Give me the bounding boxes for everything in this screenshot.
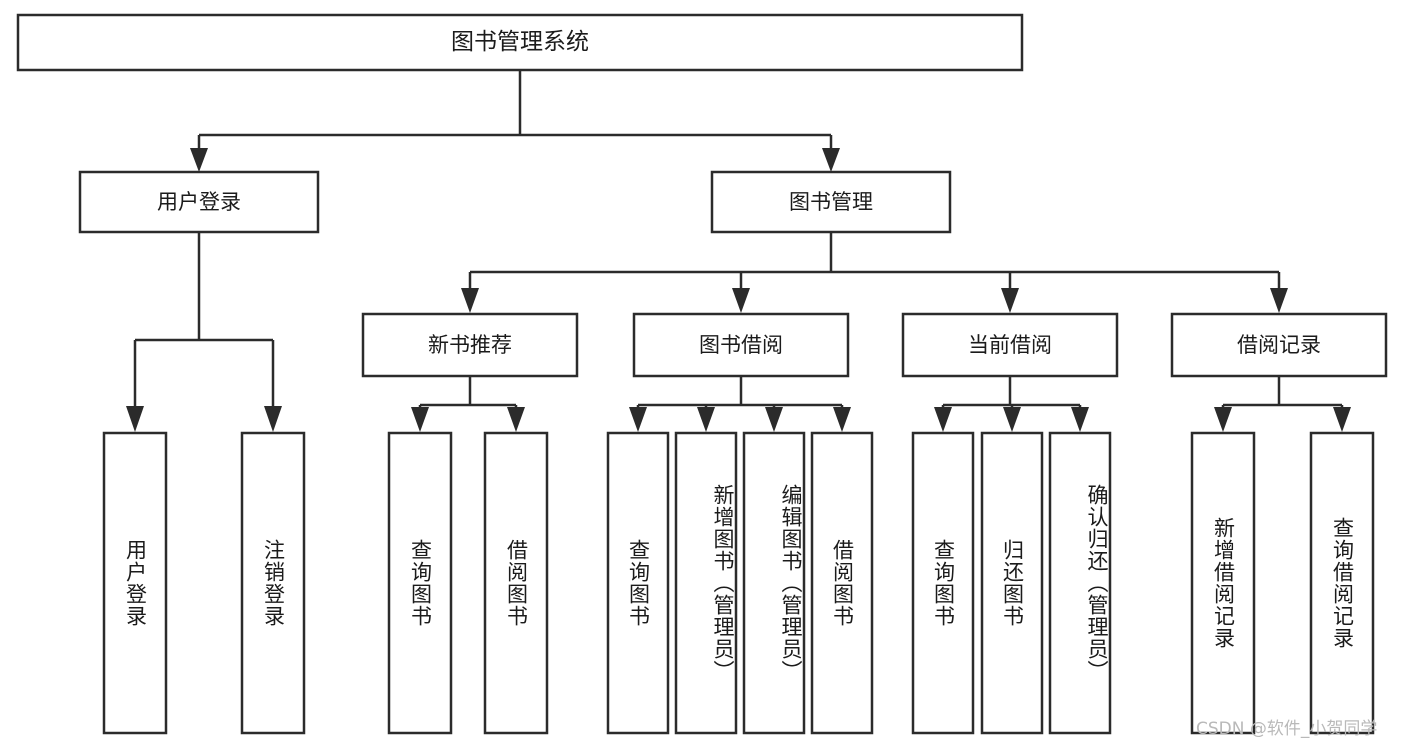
arrow-head-leaf-query-record (1333, 407, 1351, 432)
arrow-head-leaf-borrow-book-2 (833, 407, 851, 432)
arrow-head-leaf-confirm-return (1071, 407, 1089, 432)
node-box-leaf-user-login[interactable] (102, 431, 168, 735)
node-box-leaf-add-record[interactable] (1190, 431, 1256, 735)
node-box-root[interactable] (16, 13, 1024, 72)
connector-group-borrow-record (1214, 376, 1351, 432)
node-box-leaf-query-record[interactable] (1309, 431, 1375, 735)
node-box-book-manage[interactable] (710, 170, 952, 234)
node-box-leaf-borrow-book-1[interactable] (483, 431, 549, 735)
arrow-head-current-borrow (1001, 288, 1019, 313)
arrow-head-leaf-query-book-3 (934, 407, 952, 432)
node-box-current-borrow[interactable] (901, 312, 1119, 378)
arrow-head-leaf-query-book-1 (411, 407, 429, 432)
node-box-leaf-return-book[interactable] (980, 431, 1044, 735)
connector-group-new-book-recommend (411, 376, 525, 432)
arrow-head-leaf-edit-book (765, 407, 783, 432)
node-box-leaf-add-book[interactable] (674, 431, 738, 735)
arrow-head-leaf-query-book-2 (629, 407, 647, 432)
arrow-head-leaf-add-book (697, 407, 715, 432)
node-box-leaf-edit-book[interactable] (742, 431, 806, 735)
node-box-user-login[interactable] (78, 170, 320, 234)
connector-group-book-borrow (629, 376, 851, 432)
arrow-head-leaf-return-book (1003, 407, 1021, 432)
arrow-head-leaf-user-login (126, 406, 144, 432)
connector-group-user-login (126, 232, 282, 432)
node-box-book-borrow[interactable] (632, 312, 850, 378)
node-box-leaf-confirm-return[interactable] (1048, 431, 1112, 735)
arrow-head-leaf-user-logout (264, 406, 282, 432)
node-box-group (16, 13, 1388, 735)
arrow-head-book-borrow (732, 288, 750, 313)
node-box-leaf-query-book-3[interactable] (911, 431, 975, 735)
node-box-borrow-record[interactable] (1170, 312, 1388, 378)
arrow-head-leaf-borrow-book-1 (507, 407, 525, 432)
node-box-leaf-query-book-2[interactable] (606, 431, 670, 735)
node-box-leaf-user-logout[interactable] (240, 431, 306, 735)
arrow-head-new-book-recommend (461, 288, 479, 313)
node-box-leaf-query-book-1[interactable] (387, 431, 453, 735)
connector-group-book-manage (461, 232, 1288, 313)
arrow-head-borrow-record (1270, 288, 1288, 313)
connector-group-current-borrow (934, 376, 1089, 432)
arrow-head-book-manage (822, 148, 840, 172)
connector-group-root (190, 70, 840, 172)
arrow-head-leaf-add-record (1214, 407, 1232, 432)
node-box-leaf-borrow-book-2[interactable] (810, 431, 874, 735)
arrow-head-user-login (190, 148, 208, 172)
node-box-new-book-recommend[interactable] (361, 312, 579, 378)
